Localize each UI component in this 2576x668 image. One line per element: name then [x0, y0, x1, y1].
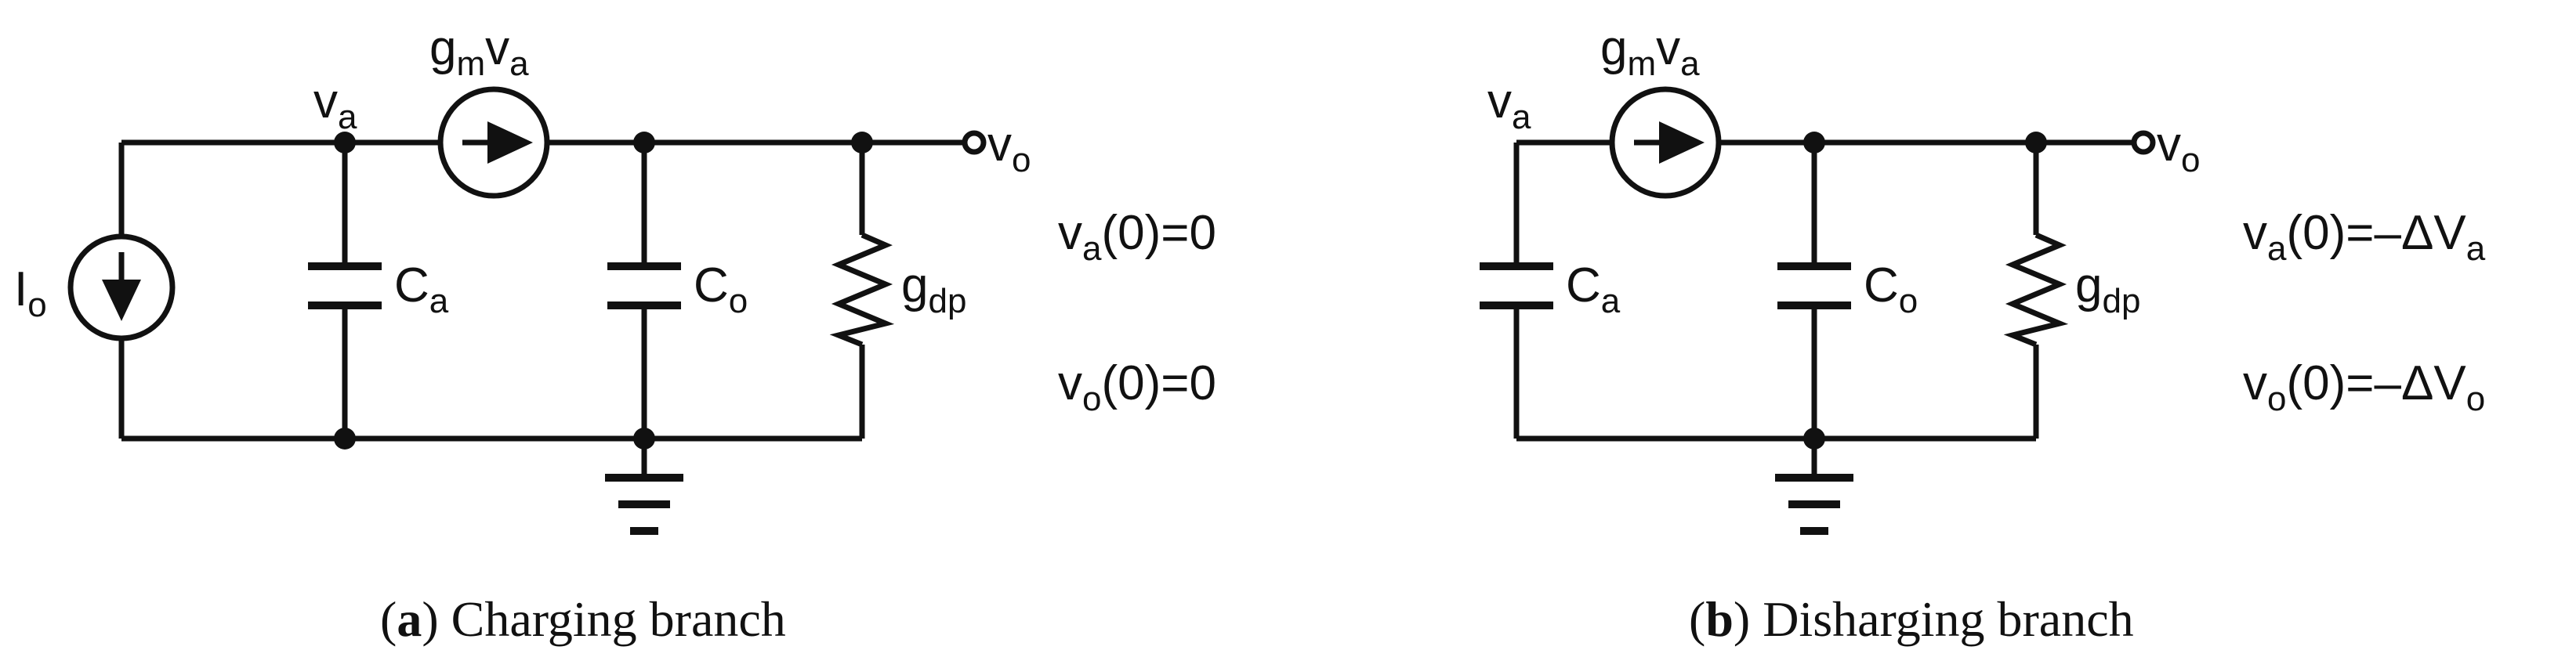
vo-terminal-icon: [962, 130, 987, 155]
label-co-b: Co: [1864, 258, 1918, 320]
junction-dot: [334, 428, 356, 450]
gmva-current-source-icon: [437, 86, 550, 199]
label-va-node-a: va: [313, 74, 357, 136]
gdp-resistor-icon: [2003, 232, 2069, 348]
label-vo-node-b: vo: [2157, 117, 2200, 179]
junction-dot: [2025, 132, 2047, 153]
junction-dot: [851, 132, 873, 153]
label-io-source: Io: [14, 262, 47, 324]
panel-b-labels: va gmva vo Ca Co gdp va(0)=–ΔVa vo(0)=–Δ…: [1487, 21, 2486, 647]
label-ic-va-b: va(0)=–ΔVa: [2243, 206, 2486, 268]
junction-dots-a: [334, 132, 873, 450]
caption-b: (b) Disharging branch: [1689, 591, 2134, 647]
junction-dot: [1803, 428, 1825, 450]
vo-terminal-icon: [2131, 130, 2156, 155]
label-ca-a: Ca: [394, 258, 449, 320]
panel-a-charging-branch: [67, 86, 987, 535]
gdp-resistor-icon: [829, 232, 895, 348]
caption-a: (a) Charging branch: [380, 591, 786, 647]
label-gmva-b: gmva: [1600, 21, 1700, 83]
junction-dot: [1803, 132, 1825, 153]
label-va-node-b: va: [1487, 74, 1531, 136]
label-ca-b: Ca: [1566, 258, 1621, 320]
label-ic-vo-a: vo(0)=0: [1058, 356, 1216, 418]
label-gdp-b: gdp: [2075, 258, 2140, 320]
junction-dot: [633, 132, 655, 153]
panel-b-discharging-branch: [1480, 86, 2156, 535]
label-vo-node-a: vo: [987, 117, 1031, 179]
label-ic-vo-b: vo(0)=–ΔVo: [2243, 356, 2485, 418]
gmva-current-source-icon: [1609, 86, 1722, 199]
gmva-arrow-right-icon: [1659, 121, 1705, 164]
label-gdp-a: gdp: [901, 258, 966, 320]
io-arrow-down-icon: [102, 280, 141, 321]
junction-dot: [633, 428, 655, 450]
label-co-a: Co: [694, 258, 748, 320]
gmva-arrow-right-icon: [487, 121, 533, 164]
junction-dot: [334, 132, 356, 153]
panel-a-labels: va gmva vo Io Ca Co gdp va(0)=0 vo(0)=0 …: [14, 21, 1216, 647]
label-ic-va-a: va(0)=0: [1058, 206, 1216, 268]
junction-dots-b: [1803, 132, 2047, 450]
label-gmva-a: gmva: [429, 21, 529, 83]
io-current-source-icon: [67, 233, 176, 341]
